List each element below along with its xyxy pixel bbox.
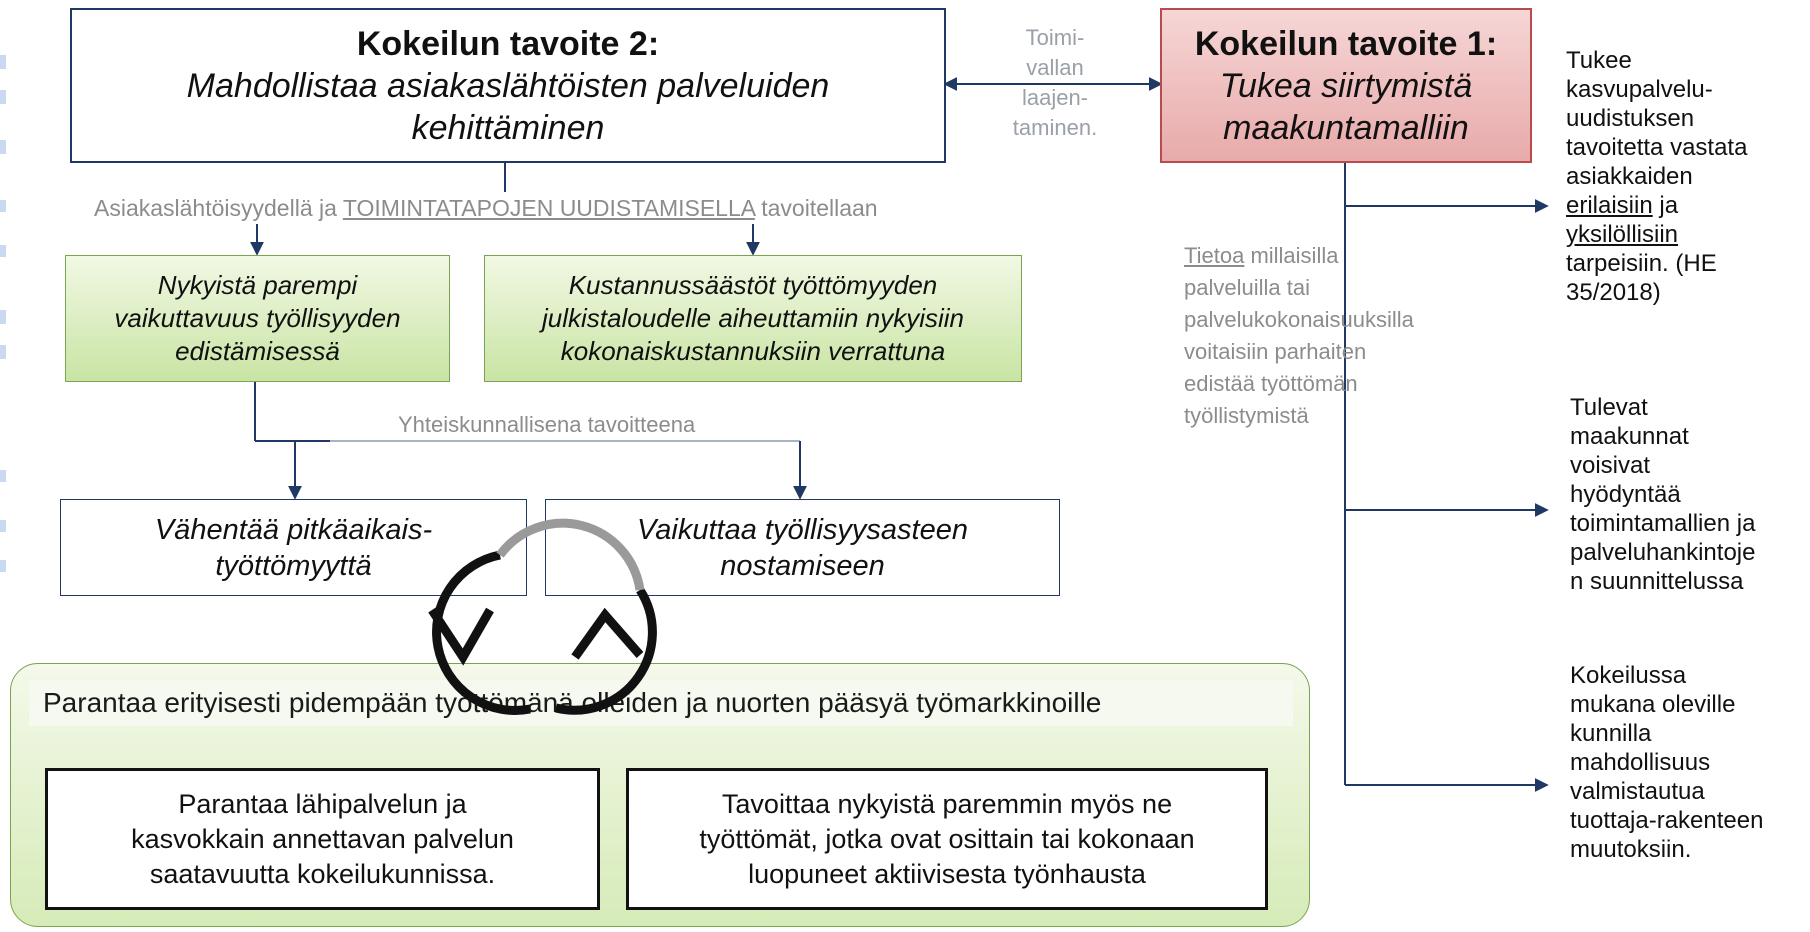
info-label-line6: työllistymistä <box>1184 403 1309 428</box>
info-label-line5: edistää työttömän <box>1184 371 1358 396</box>
goal2-title: Kokeilun tavoite 2: <box>356 24 660 63</box>
societal-goal-label: Yhteiskunnallisena tavoitteena <box>398 412 696 437</box>
item1-line6-rest: ja <box>1652 192 1679 219</box>
employment-line2: nostamiseen <box>720 549 885 582</box>
authority-label-line2: vallan <box>1026 55 1084 80</box>
item3-line5: valmistautua <box>1570 778 1705 805</box>
item2-line5: toimintamallien ja <box>1570 510 1756 537</box>
item1-line5: asiakkaiden <box>1566 163 1693 190</box>
left-edge-decoration <box>0 55 6 572</box>
item1-line1: Tukee <box>1566 47 1632 74</box>
item2-line7: n suunnittelussa <box>1570 568 1744 595</box>
employment-line1: Vaikuttaa työllisyysasteen <box>637 513 968 546</box>
effectiveness-box: Nykyistä parempi vaikuttavuus työllisyyd… <box>65 255 450 382</box>
effectiveness-line2: vaikuttavuus työllisyyden <box>114 303 401 333</box>
item2-line2: maakunnat <box>1570 423 1689 450</box>
info-label-line1: Tietoa millaisilla <box>1184 240 1484 272</box>
authority-expansion-label: Toimi- vallan laajen- taminen. <box>990 8 1120 158</box>
goal2-box: Kokeilun tavoite 2: Mahdollistaa asiakas… <box>70 8 946 163</box>
reach-unemployed-line3: luopuneet aktiivisesta työnhausta <box>748 858 1146 889</box>
reduce-line2: työttömyyttä <box>215 549 372 582</box>
item3-line2: mukana oleville <box>1570 691 1736 718</box>
item3-line1: Kokeilussa <box>1570 662 1687 689</box>
info-label-line4: voitaisiin parhaiten <box>1184 339 1367 364</box>
goal2-subtitle-line1: Mahdollistaa asiakaslähtöisten palveluid… <box>186 66 830 105</box>
item2-line6: palveluhankintoje <box>1570 539 1756 566</box>
improve-services-line2: kasvokkain annettavan palvelun <box>131 823 514 854</box>
effectiveness-line3: edistämisessä <box>175 336 340 366</box>
item1-line2: kasvupalvelu- <box>1566 76 1713 103</box>
cost-savings-line2: julkistaloudelle aiheuttamiin nykyisiin <box>542 303 964 333</box>
item2-line4: hyödyntää <box>1570 481 1681 508</box>
item1-line6-underlined: erilaisiin <box>1566 192 1653 219</box>
item1-line7: yksilöllisiin <box>1566 221 1679 248</box>
reduce-unemployment-box: Vähentää pitkäaikais- työttömyyttä <box>60 499 527 596</box>
right-item-3: Kokeilussa mukana oleville kunnilla mahd… <box>1570 661 1808 864</box>
goal2-subtitle-line2: kehittäminen <box>411 108 605 147</box>
item1-line8: tarpeisiin. (HE <box>1566 250 1717 277</box>
item3-line6: tuottaja-rakenteen <box>1570 807 1764 834</box>
improve-services-line1: Parantaa lähipalvelun ja <box>178 788 467 819</box>
goal1-title: Kokeilun tavoite 1: <box>1194 24 1498 63</box>
raise-employment-box: Vaikuttaa työllisyysasteen nostamiseen <box>545 499 1060 596</box>
pursuit-label: Asiakaslähtöisyydellä ja TOIMINTATAPOJEN… <box>94 192 1014 224</box>
item3-line4: mahdollisuus <box>1570 749 1711 776</box>
item2-line1: Tulevat <box>1570 394 1648 421</box>
item1-line9: 35/2018) <box>1566 279 1661 306</box>
main-objective-container: Parantaa erityisesti pidempään työttömän… <box>10 663 1310 927</box>
info-label-underlined: Tietoa <box>1184 243 1245 268</box>
info-label-line2: palveluilla tai <box>1184 275 1310 300</box>
info-label-line1-rest: millaisilla <box>1244 243 1339 268</box>
authority-label-line1: Toimi- <box>1025 25 1085 50</box>
reach-unemployed-line2: työttömät, jotka ovat osittain tai kokon… <box>699 823 1195 854</box>
goal1-subtitle-line1: Tukea siirtymistä <box>1219 66 1473 105</box>
pursuit-label-pre: Asiakaslähtöisyydellä ja <box>94 195 343 221</box>
improve-services-line3: saatavuutta kokeilukunnissa. <box>149 858 496 889</box>
reach-unemployed-box: Tavoittaa nykyistä paremmin myös ne työt… <box>626 768 1268 910</box>
info-label: Tietoa millaisilla palveluilla tai palve… <box>1184 240 1484 432</box>
item1-line3: uudistuksen <box>1566 105 1695 132</box>
item3-line7: muutoksiin. <box>1570 836 1692 863</box>
authority-label-line4: taminen. <box>1012 115 1098 140</box>
reach-unemployed-line1: Tavoittaa nykyistä paremmin myös ne <box>721 788 1173 819</box>
cost-savings-line3: kokonaiskustannuksiin verrattuna <box>560 336 946 366</box>
goal1-box: Kokeilun tavoite 1: Tukea siirtymistä ma… <box>1160 8 1532 163</box>
main-objective-header: Parantaa erityisesti pidempään työttömän… <box>29 680 1293 726</box>
authority-label-line3: laajen- <box>1021 85 1089 110</box>
item2-line3: voisivat <box>1570 452 1651 479</box>
pursuit-label-underlined: TOIMINTATAPOJEN UUDISTAMISELLA <box>342 195 755 221</box>
reduce-line1: Vähentää pitkäaikais- <box>154 513 433 546</box>
right-item-1: Tukee kasvupalvelu- uudistuksen tavoitet… <box>1566 46 1806 307</box>
item1-line4: tavoitetta vastata <box>1566 134 1748 161</box>
effectiveness-line1: Nykyistä parempi <box>157 270 358 300</box>
right-item-2: Tulevat maakunnat voisivat hyödyntää toi… <box>1570 393 1808 596</box>
cost-savings-line1: Kustannussäästöt työttömyyden <box>568 270 938 300</box>
cost-savings-box: Kustannussäästöt työttömyyden julkistalo… <box>484 255 1022 382</box>
info-label-line3: palvelukokonaisuuksilla <box>1184 307 1414 332</box>
pursuit-label-post: tavoitellaan <box>754 195 878 221</box>
improve-services-box: Parantaa lähipalvelun ja kasvokkain anne… <box>45 768 600 910</box>
item1-line6: erilaisiin ja <box>1566 191 1806 220</box>
item3-line3: kunnilla <box>1570 720 1652 747</box>
goal1-subtitle-line2: maakuntamalliin <box>1223 108 1469 147</box>
